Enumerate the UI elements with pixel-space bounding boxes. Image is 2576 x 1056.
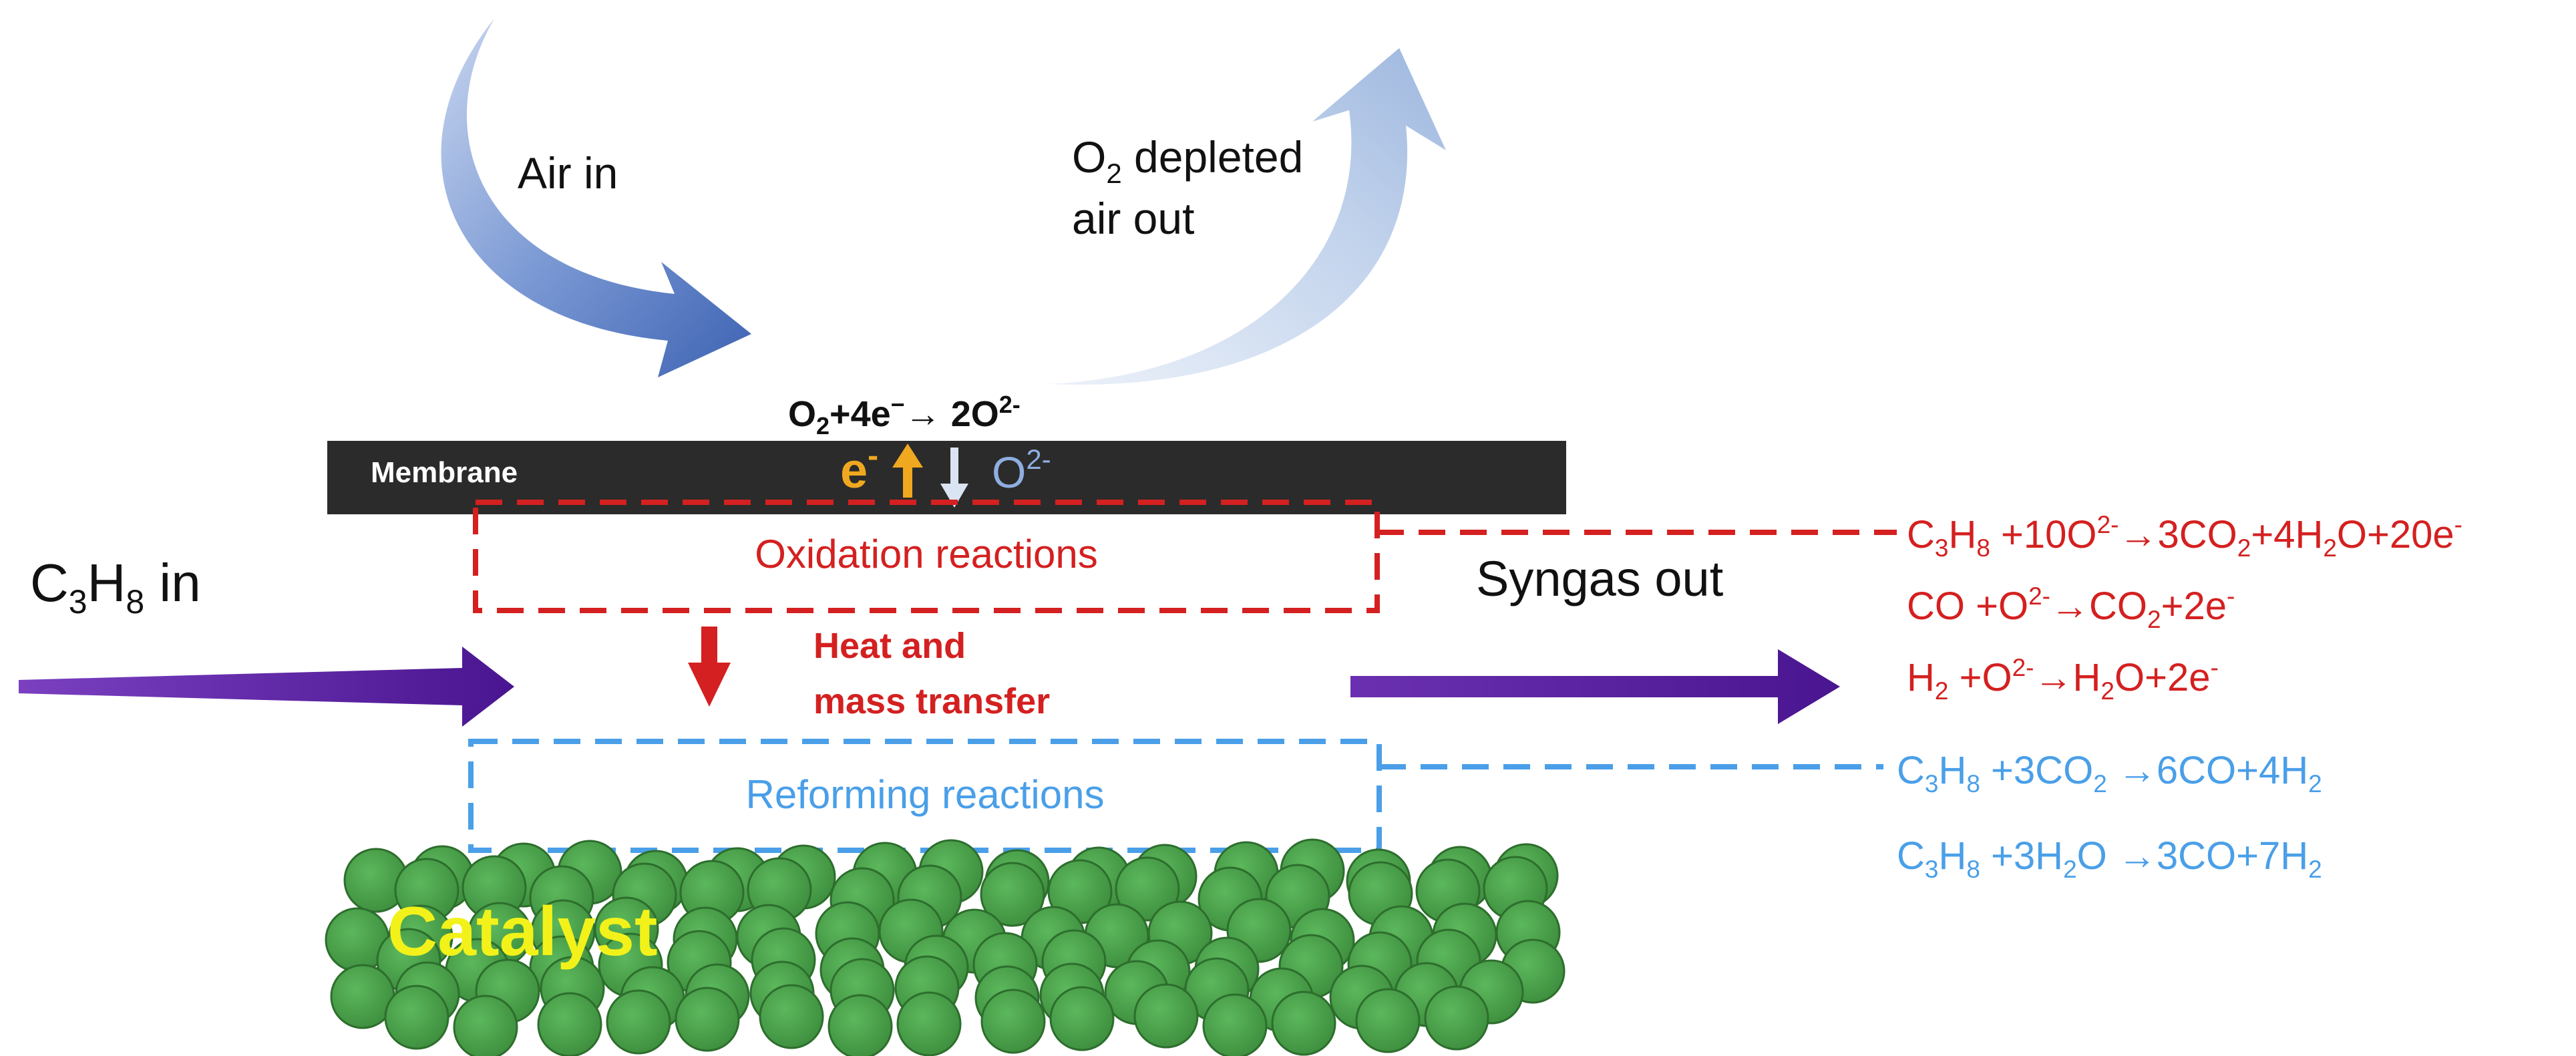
heat-transfer-label-line2: mass transfer [813, 681, 1050, 721]
oxide-down-arrow [940, 448, 968, 508]
air-out-label-line2: air out [1072, 194, 1194, 243]
electron-up-arrow [892, 444, 923, 498]
catalyst-pellet [759, 984, 824, 1049]
oxidation-equation: H2 +O2-→H2O+2e- [1907, 654, 2219, 705]
heat-transfer-label-line1: Heat and [813, 626, 966, 666]
catalyst-label: Catalyst [387, 893, 658, 971]
electron-label: e- [840, 438, 878, 498]
air-in-arrow [441, 19, 751, 377]
catalyst-pellet [1049, 986, 1115, 1051]
oxidation-zone [473, 500, 1380, 613]
oxidation-equation-list: C3H8 +10O2-→3CO2+4H2O+20e- CO +O2-→CO2+2e… [1907, 511, 2462, 705]
syngas-outlet-arrow [1350, 649, 1840, 724]
catalyst-pellet [1202, 993, 1268, 1056]
catalyst-pellet [1424, 985, 1489, 1051]
catalyst-bed [325, 838, 1566, 1056]
air-out-label-line1: O2 depleted [1072, 132, 1303, 189]
reforming-zone-label: Reforming reactions [746, 772, 1105, 817]
catalyst-pellet [606, 989, 671, 1055]
catalyst-pellet [1115, 856, 1180, 922]
air-in-label: Air in [518, 148, 618, 198]
catalyst-pellet [980, 862, 1045, 927]
oxidation-zone-label: Oxidation reactions [755, 532, 1098, 576]
reforming-zone [468, 739, 1382, 853]
oxidation-equation: CO +O2-→CO2+2e- [1907, 582, 2235, 633]
catalyst-pellet [1355, 988, 1421, 1053]
catalyst-pellet [384, 985, 449, 1050]
heat-transfer-arrow [688, 627, 731, 707]
catalyst-pellet [1271, 991, 1336, 1056]
syngas-outlet-label: Syngas out [1476, 551, 1724, 606]
reforming-equation: C3H8 +3CO2 →6CO+4H2 [1897, 749, 2322, 798]
catalyst-pellet [675, 987, 740, 1052]
catalyst-pellet [896, 991, 962, 1056]
c3h8-inlet-arrow [19, 647, 514, 727]
catalyst-pellet [1133, 983, 1199, 1049]
catalyst-pellet [453, 995, 518, 1056]
c3h8-inlet-label: C3H8 in [30, 553, 201, 621]
membrane-label: Membrane [371, 456, 518, 489]
membrane-reaction: O2+4e−→ 2O2- [788, 391, 1021, 439]
oxide-ion-label: O2- [992, 444, 1051, 497]
catalyst-pellet [537, 992, 602, 1056]
oxidation-equation: C3H8 +10O2-→3CO2+4H2O+20e- [1907, 511, 2462, 562]
air-out-arrow [1049, 48, 1446, 385]
catalyst-pellet [827, 994, 893, 1056]
reforming-equation: C3H8 +3H2O →3CO+7H2 [1897, 834, 2322, 883]
catalyst-pellet [980, 989, 1046, 1054]
